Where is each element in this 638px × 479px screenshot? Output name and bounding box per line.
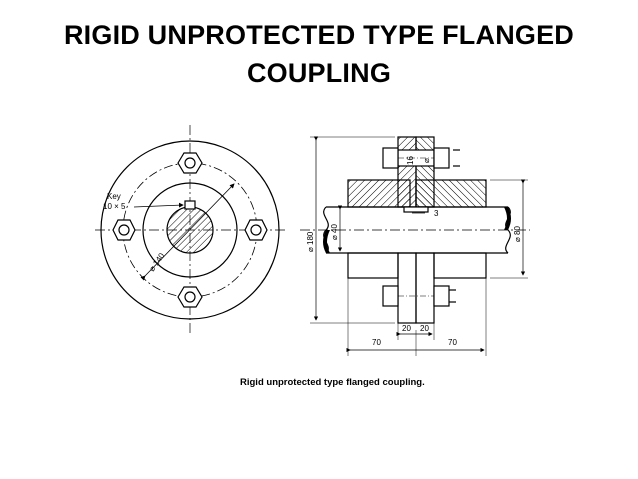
bolt-head-top — [177, 152, 203, 174]
side-view — [300, 136, 530, 356]
right-flange-section — [415, 136, 435, 208]
left-hub-lower — [347, 252, 399, 279]
bolt-length-label: 16 — [406, 156, 415, 165]
flange-width-left-label: 20 — [402, 324, 411, 333]
key-leader — [133, 202, 184, 208]
key-label: Key — [107, 192, 121, 201]
top-bolt-nut — [433, 147, 450, 169]
side-key — [403, 206, 429, 213]
hub-length-left-label: 70 — [372, 338, 381, 347]
hub-dia-label: ⌀ 80 — [513, 226, 522, 242]
pitch-dia-leader — [140, 183, 235, 281]
bolt-dia-label: ⌀ — [422, 158, 431, 163]
hub-length-right-label: 70 — [448, 338, 457, 347]
shaft-dia-label: ⌀ 40 — [330, 224, 339, 240]
bolt-head-left — [112, 219, 136, 241]
flange-dia-label: ⌀ 180 — [306, 231, 315, 252]
key-size-label: 10 × 5 — [103, 202, 126, 211]
slide-title: RIGID UNPROTECTED TYPE FLANGED COUPLING — [0, 16, 638, 92]
end-view — [95, 125, 285, 335]
slide-title-line-2: COUPLING — [246, 58, 392, 88]
bolt-head-bottom — [177, 286, 203, 308]
bottom-bolt-nut — [433, 285, 450, 307]
bolt-head-right — [244, 219, 268, 241]
top-bolt-head — [382, 147, 399, 169]
flange-outer-circle — [100, 140, 280, 320]
figure-caption: Rigid unprotected type flanged coupling. — [240, 377, 425, 388]
bottom-bolt-head — [382, 285, 399, 307]
keyway — [184, 200, 196, 210]
left-flange-section — [397, 136, 417, 208]
slide-title-line-1: RIGID UNPROTECTED TYPE FLANGED — [63, 20, 575, 50]
left-flange-lower — [397, 252, 417, 324]
gap-label: 3 — [434, 209, 439, 218]
right-flange-lower — [415, 252, 435, 324]
flange-width-right-label: 20 — [420, 324, 429, 333]
right-hub-lower — [433, 252, 487, 279]
